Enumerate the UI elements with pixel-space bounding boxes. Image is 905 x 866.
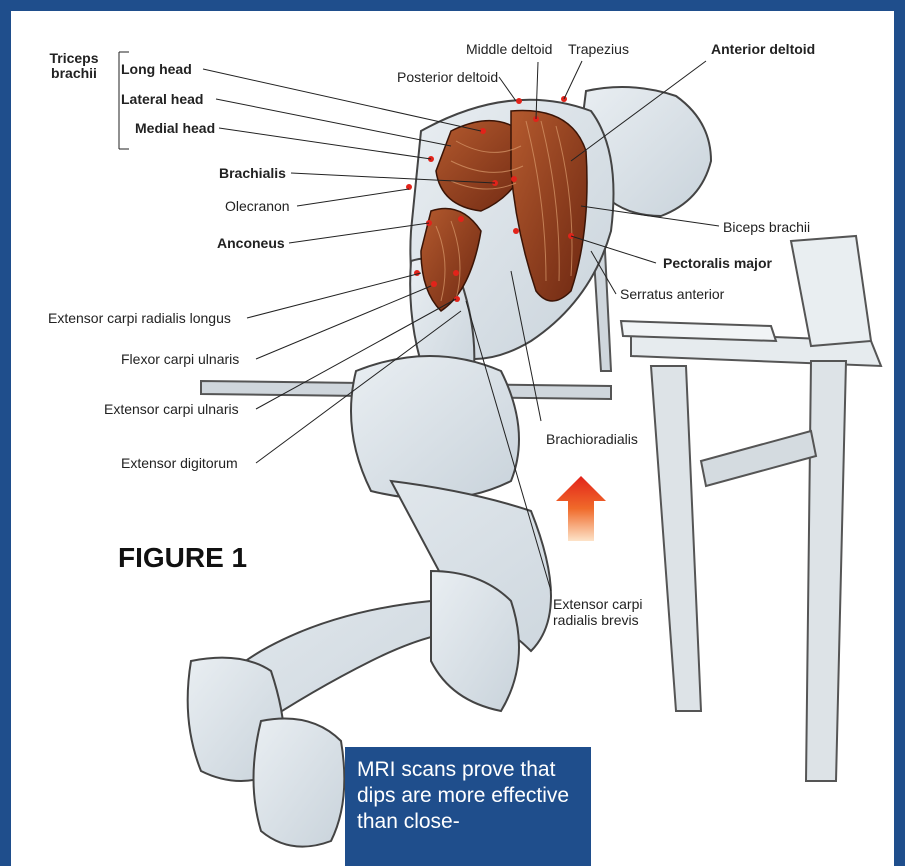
label-serratus-anterior: Serratus anterior bbox=[620, 286, 724, 302]
label-extensor-carpi-radialis-brevis-line-1: Extensor carpi bbox=[553, 596, 642, 612]
upward-arrow bbox=[556, 476, 606, 541]
label-anconeus: Anconeus bbox=[217, 235, 285, 251]
label-brachioradialis: Brachioradialis bbox=[546, 431, 638, 447]
label-brachialis: Brachialis bbox=[219, 165, 286, 181]
label-flexor-carpi-ulnaris: Flexor carpi ulnaris bbox=[121, 351, 239, 367]
label-trapezius: Trapezius bbox=[568, 41, 629, 57]
label-extensor-carpi-radialis-longus: Extensor carpi radialis longus bbox=[48, 310, 231, 326]
triceps-line-1: Triceps bbox=[29, 51, 119, 66]
callout-box: MRI scans prove that dips are more effec… bbox=[345, 747, 591, 866]
figure-panel: Triceps brachii Long head Lateral head M… bbox=[11, 11, 894, 866]
label-extensor-carpi-radialis-brevis-line-2: radialis brevis bbox=[553, 612, 639, 628]
figure-label: FIGURE 1 bbox=[118, 542, 247, 574]
label-posterior-deltoid: Posterior deltoid bbox=[397, 69, 498, 85]
label-anterior-deltoid: Anterior deltoid bbox=[711, 41, 815, 57]
label-lateral-head: Lateral head bbox=[121, 91, 203, 107]
label-biceps-brachii: Biceps brachii bbox=[723, 219, 810, 235]
label-medial-head: Medial head bbox=[135, 120, 215, 136]
label-pectoralis-major: Pectoralis major bbox=[663, 255, 772, 271]
label-middle-deltoid: Middle deltoid bbox=[466, 41, 552, 57]
label-long-head: Long head bbox=[121, 61, 192, 77]
label-extensor-carpi-ulnaris: Extensor carpi ulnaris bbox=[104, 401, 239, 417]
label-olecranon: Olecranon bbox=[225, 198, 290, 214]
label-extensor-digitorum: Extensor digitorum bbox=[121, 455, 238, 471]
dip-exercise-illustration bbox=[11, 11, 894, 866]
triceps-line-2: brachii bbox=[29, 66, 119, 81]
callout-text: MRI scans prove that dips are more effec… bbox=[357, 758, 569, 833]
triceps-brachii-group-label: Triceps brachii bbox=[29, 51, 119, 81]
